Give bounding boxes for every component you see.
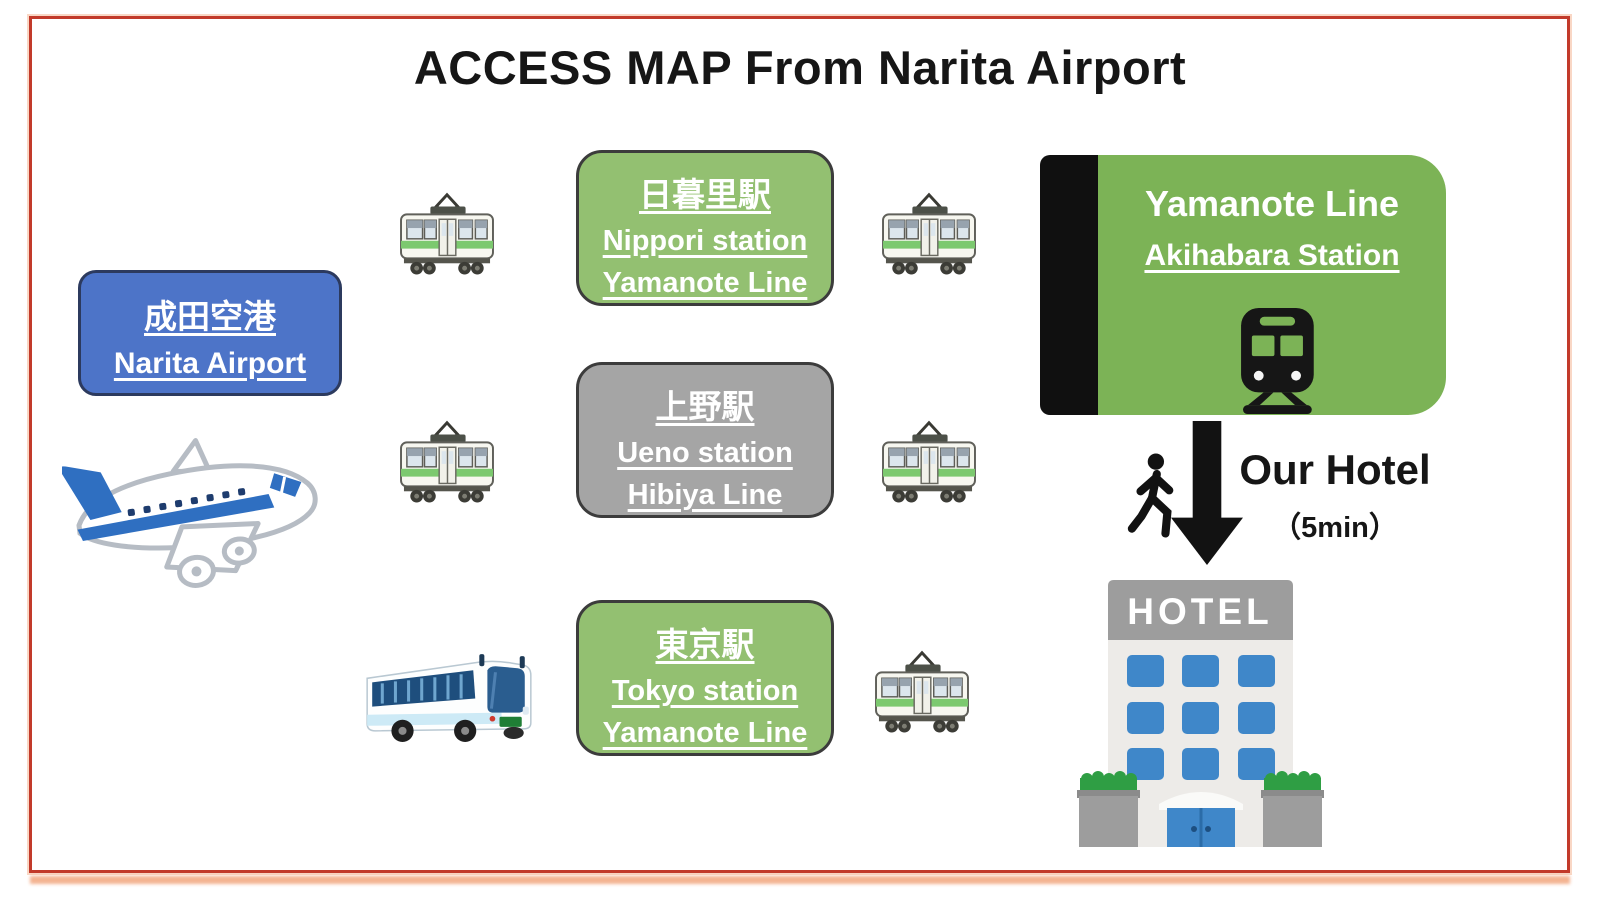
station-line: Hibiya Line [627, 479, 783, 511]
map-frame [29, 16, 1570, 873]
hotel-sign-text: HOTEL [1127, 591, 1272, 632]
station-name-en: Tokyo station [611, 675, 799, 707]
destination-station: Akihabara Station [1144, 239, 1400, 272]
walk-duration: （5min） [1272, 512, 1398, 544]
bus-icon [365, 652, 533, 744]
train-side-icon [399, 421, 495, 504]
station-name-jp: 上野駅 [655, 388, 755, 425]
station-line: Yamanote Line [602, 267, 808, 299]
destination-box-akihabara: Yamanote Line Akihabara Station [1040, 155, 1446, 415]
origin-box-narita-airport: 成田空港 Narita Airport [78, 270, 342, 396]
station-box-tokyo: 東京駅 Tokyo station Yamanote Line [576, 600, 834, 756]
our-hotel-text: Our Hotel [1239, 446, 1431, 493]
station-line: Yamanote Line [602, 717, 808, 749]
destination-line: Yamanote Line [1144, 183, 1400, 224]
origin-name-jp: 成田空港 [144, 298, 276, 335]
station-box-ueno: 上野駅 Ueno station Hibiya Line [576, 362, 834, 518]
hotel-building-icon: HOTEL [1075, 578, 1326, 849]
our-hotel-label: Our Hotel （5min） [1233, 446, 1437, 546]
station-box-nippori: 日暮里駅 Nippori station Yamanote Line [576, 150, 834, 306]
destination-box-black-bar [1040, 155, 1098, 415]
train-side-icon [874, 651, 970, 734]
station-name-jp: 東京駅 [655, 626, 755, 663]
airplane-icon [62, 425, 330, 595]
train-front-icon [1241, 307, 1314, 415]
station-name-jp: 日暮里駅 [639, 176, 771, 213]
station-name-en: Nippori station [602, 225, 808, 257]
train-side-icon [881, 193, 977, 276]
train-side-icon [399, 193, 495, 276]
destination-box-green-panel: Yamanote Line Akihabara Station [1098, 155, 1446, 415]
station-name-en: Ueno station [617, 437, 793, 469]
photo-edge-band [30, 876, 1570, 884]
train-side-icon [881, 421, 977, 504]
page-title: ACCESS MAP From Narita Airport [413, 41, 1187, 94]
origin-name-en: Narita Airport [113, 347, 307, 380]
